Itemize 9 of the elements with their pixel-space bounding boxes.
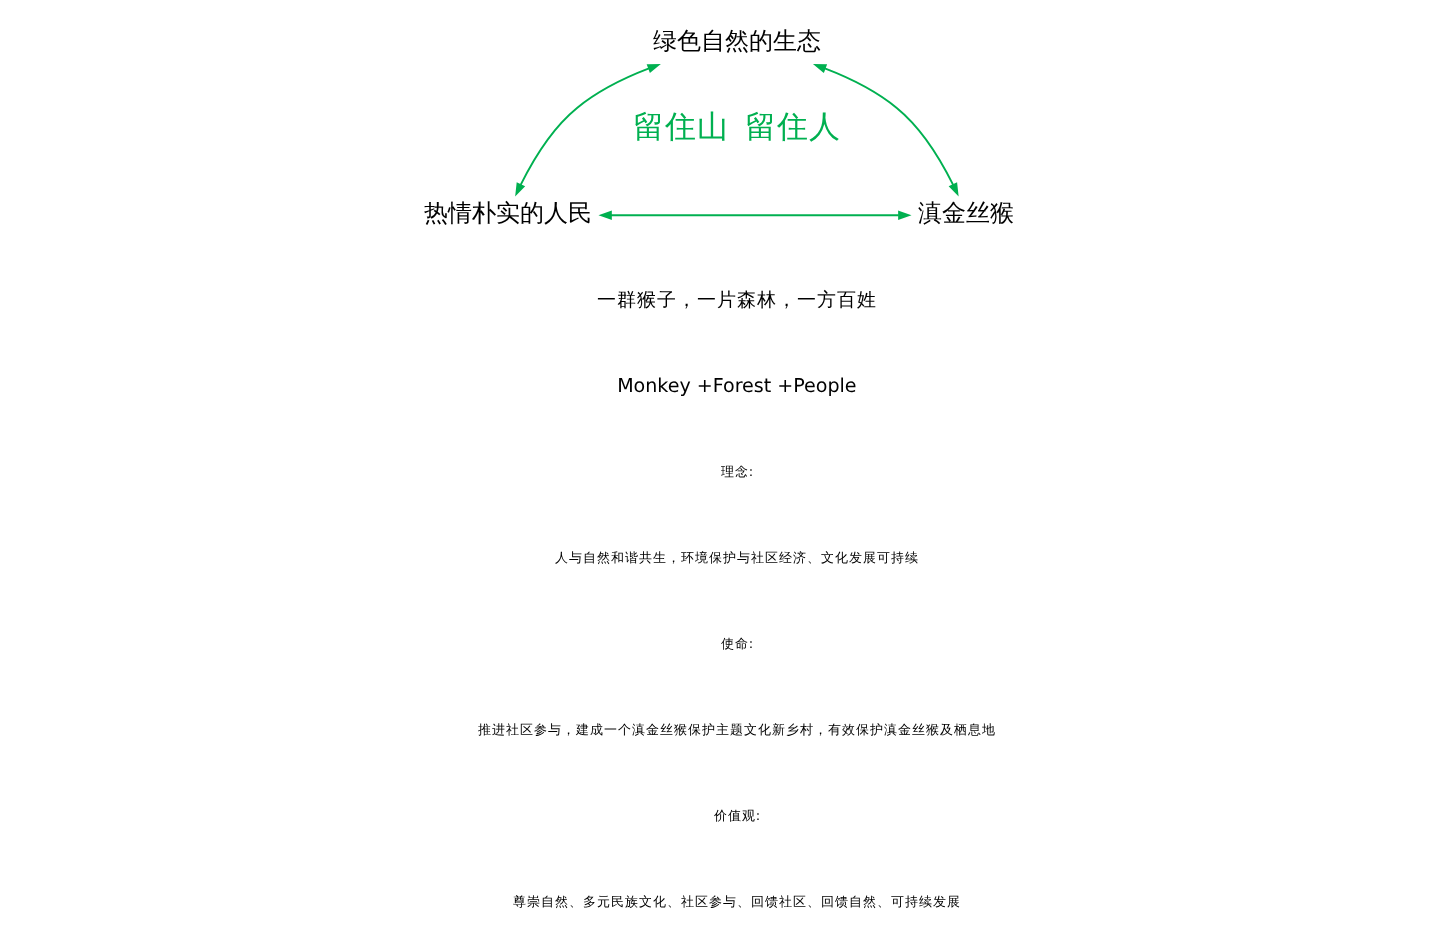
label: 一群猴子，一片森林，一方百姓 (595, 289, 876, 312)
node-text: 滇金丝猴 (916, 199, 1013, 228)
label: Monkey +Forest +People (616, 375, 856, 398)
arrow (811, 64, 958, 197)
arrow (597, 210, 911, 220)
node-text: 绿色自然的生态 (651, 27, 820, 56)
node-text: 热情朴实的人民 (422, 199, 591, 228)
label: 留住山 留住人 (632, 110, 840, 145)
arrow (514, 64, 660, 197)
